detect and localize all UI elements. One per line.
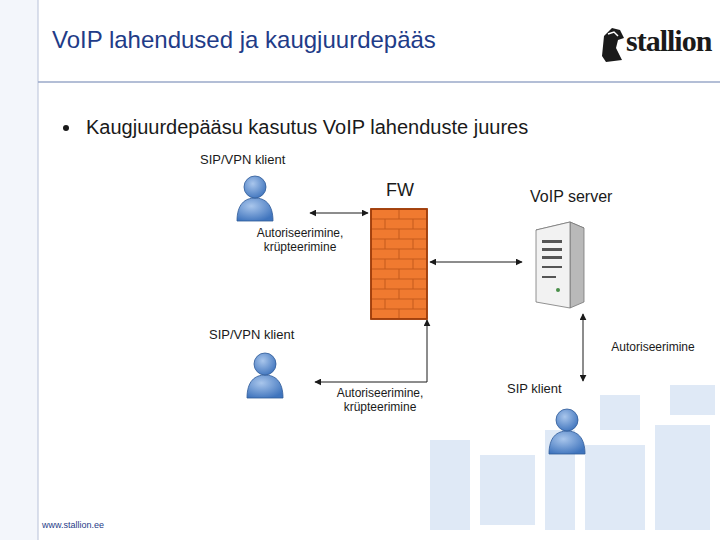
- remote-client: SIP/VPN klient: [205, 327, 315, 399]
- node-label: SIP/VPN klient: [209, 327, 294, 342]
- node-label: SIP/VPN klient: [200, 152, 285, 167]
- logo-text: stallion: [626, 24, 711, 58]
- connector-line: [430, 262, 522, 263]
- remote-client-icon: [235, 174, 275, 226]
- connector-line: [315, 320, 427, 382]
- firewall-icon: [370, 208, 428, 324]
- slide-title: VoIP lahendused ja kaugjuurdepääs: [52, 26, 436, 54]
- voip-server-icon: [530, 220, 586, 316]
- connector-line: [310, 213, 368, 214]
- sip-client: SIP klient: [505, 381, 600, 456]
- footer-url: www.stallion.ee: [42, 520, 104, 530]
- edge-label: Autoriseerimine, krüpteerimine: [240, 226, 360, 254]
- node-label: FW: [386, 180, 414, 201]
- edge-label: Autoriseerimine, krüpteerimine: [318, 386, 442, 414]
- bullet-text: Kaugjuurdepääsu kasutus VoIP lahenduste …: [86, 116, 528, 139]
- node-label: SIP klient: [507, 381, 562, 396]
- node-label: VoIP server: [530, 188, 612, 206]
- connector-line: [583, 314, 584, 381]
- remote-client: SIP/VPN klient: [200, 152, 310, 224]
- remote-client-icon: [245, 351, 285, 403]
- edge-label: Autoriseerimine: [598, 340, 708, 354]
- sip-client-icon: [547, 407, 587, 459]
- firewall: FW: [368, 172, 430, 320]
- voip-server: VoIP server: [522, 182, 642, 314]
